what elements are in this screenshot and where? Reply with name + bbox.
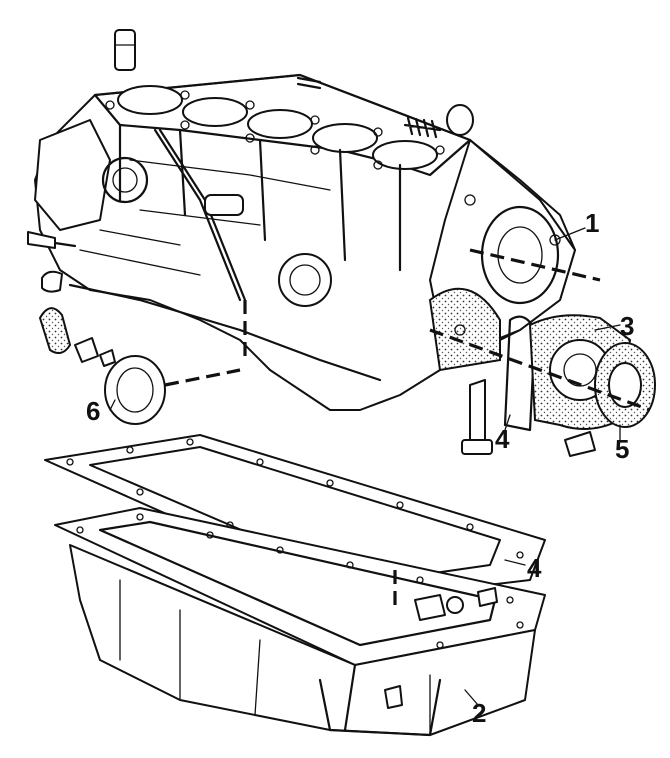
callout-labels: 1 2 3 4 4 5 6	[86, 208, 634, 728]
core-plug-with-spring	[403, 104, 474, 139]
callout-3: 3	[620, 311, 634, 341]
hose-elbow	[38, 307, 99, 363]
oil-pan	[54, 507, 546, 737]
oil-filter	[99, 349, 241, 425]
dowel-sleeve	[114, 29, 136, 71]
callout-4-rear-gasket: 4	[495, 424, 510, 454]
rear-cover-gasket	[503, 315, 537, 432]
plug-cap	[41, 270, 63, 293]
pan-bolt-holes	[76, 513, 524, 649]
alignment-line-rear	[429, 328, 651, 412]
dowel-pin	[296, 76, 322, 90]
rear-cover-bolts	[461, 379, 596, 457]
rear-seal-ring	[594, 342, 656, 428]
callout-4-pan-gasket: 4	[527, 553, 542, 583]
cylinder-block	[34, 73, 576, 411]
leader-lines	[109, 227, 621, 706]
callout-1: 1	[585, 208, 599, 238]
cylinder-bores	[117, 85, 438, 170]
alignment-line-front	[469, 248, 601, 282]
callout-6: 6	[86, 396, 100, 426]
callout-2: 2	[472, 698, 486, 728]
callout-5: 5	[615, 434, 629, 464]
oil-pressure-switch	[27, 231, 77, 249]
deck-bolt-holes	[105, 90, 445, 170]
